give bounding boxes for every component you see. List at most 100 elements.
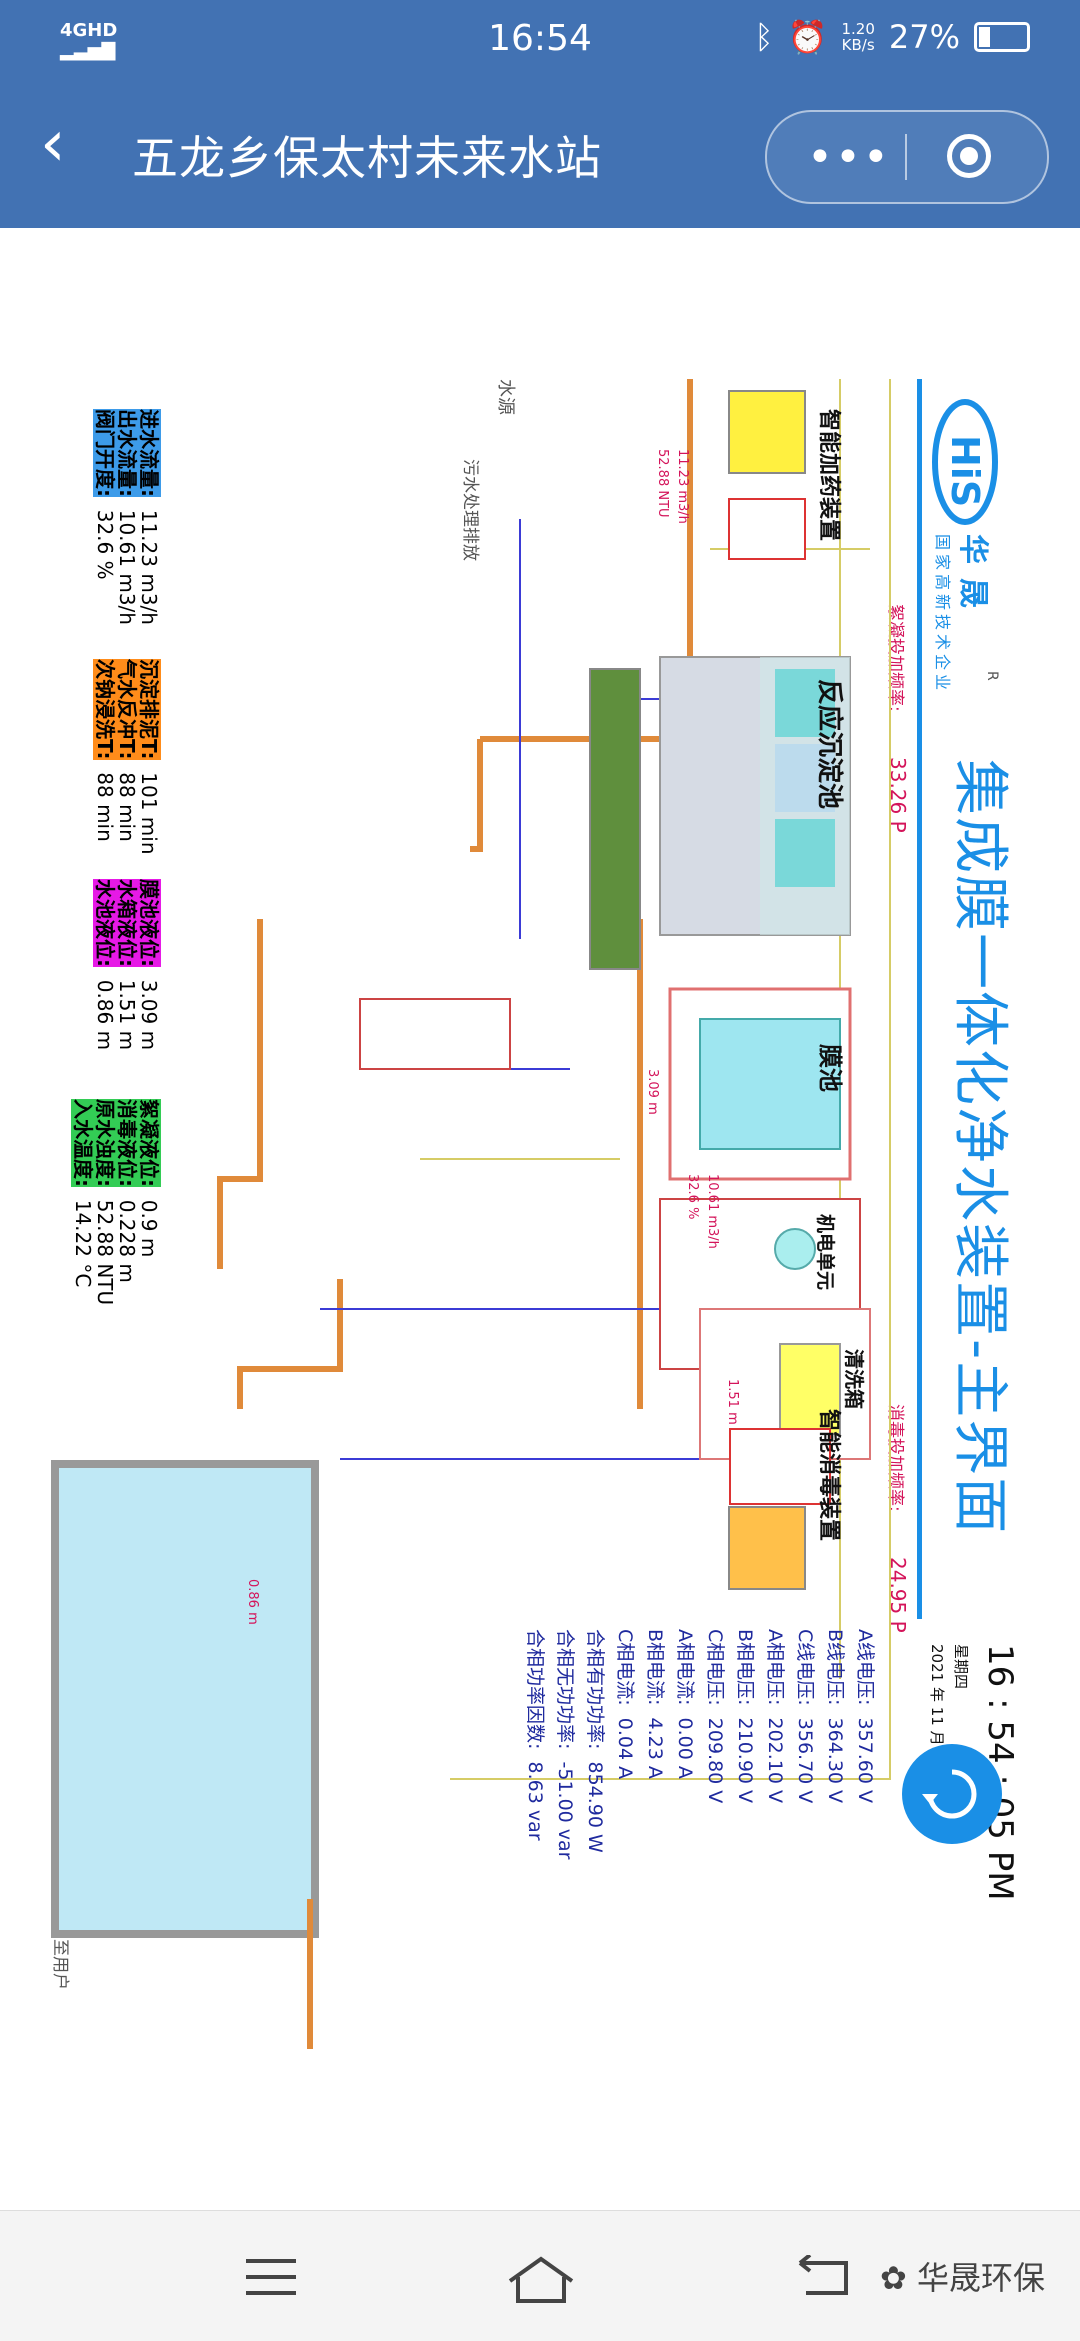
param-label: 原水浊度:	[93, 1099, 117, 1187]
annot-in-flow: 11.23 m3/h	[675, 449, 690, 524]
param-label: 入水温度:	[71, 1099, 95, 1187]
elec-row: A相电压: 202.10 V	[760, 1629, 790, 1989]
clear-water-pool-icon	[51, 1460, 319, 1938]
control-cabinet-icon	[359, 998, 511, 1070]
param-label: 沉淀排泥T:	[137, 659, 161, 760]
battery-percent: 27%	[888, 18, 960, 56]
elec-value: 356.70 V	[794, 1717, 816, 1804]
param-label: 进水流量:	[137, 409, 161, 497]
elec-value: 854.90 W	[584, 1761, 606, 1853]
elec-label: A相电压:	[764, 1629, 786, 1706]
more-dots-icon[interactable]: •••	[807, 132, 891, 183]
elec-value: 8.63 var	[524, 1761, 546, 1841]
equip-dosing: 智能加药装置	[816, 409, 841, 542]
source-label: 水源	[495, 379, 516, 415]
menu-icon[interactable]	[246, 2259, 296, 2295]
home-icon[interactable]	[506, 2255, 576, 2305]
equip-wash: 清洗箱	[842, 1349, 866, 1409]
company-logo-icon: HiS	[932, 399, 998, 525]
main-content: HiS 华晟 国家高新技术企业 R 集成膜一体化净水装置-主界面 16 : 54…	[0, 228, 1080, 2210]
param-label: 消毒液位:	[115, 1099, 139, 1187]
close-target-icon[interactable]	[947, 134, 991, 178]
param-label: 絮凝液位:	[137, 1099, 161, 1187]
annot-tank-level: 1.51 m	[725, 1379, 740, 1425]
param-label: 阀门开度:	[93, 409, 117, 497]
param-row: 水池液位: 0.86 m	[93, 879, 117, 1050]
elec-label: C相电流:	[614, 1629, 636, 1706]
signal-indicator: 4GHD	[60, 20, 118, 41]
scada-screen: HiS 华晟 国家高新技术企业 R 集成膜一体化净水装置-主界面 16 : 54…	[40, 379, 1040, 2059]
elec-value: -51.00 var	[554, 1761, 576, 1860]
elec-value: 0.04 A	[614, 1717, 636, 1780]
equip-reactor: 反应沉淀池	[814, 679, 844, 810]
disinfect-tank-icon	[728, 1506, 806, 1590]
dosing-tank-icon	[728, 390, 806, 474]
elec-label: B相电流:	[644, 1629, 666, 1706]
waste-label: 污水处理排放	[460, 459, 480, 561]
mini-program-capsule: •••	[765, 110, 1049, 204]
elec-row: 合相有功功率: 854.90 W	[580, 1629, 610, 1989]
param-value: 88 min	[115, 772, 139, 842]
param-value: 14.22 °C	[71, 1199, 95, 1288]
param-row: 次钠浸洗T: 88 min	[93, 659, 117, 855]
param-value: 0.9 m	[137, 1199, 161, 1258]
params-orange-group: 沉淀排泥T: 101 min 气水反冲T: 88 min 次钠浸洗T: 88 m…	[93, 659, 161, 855]
param-label: 水箱液位:	[115, 879, 139, 967]
equip-disinfect: 智能消毒装置	[816, 1409, 841, 1542]
elec-row: B线电压: 364.30 V	[820, 1629, 850, 1989]
dosing-pump-icon	[728, 498, 806, 560]
elec-value: 209.80 V	[704, 1717, 726, 1804]
param-row: 消毒液位: 0.228 m	[115, 1099, 139, 1305]
back-icon[interactable]	[796, 2255, 856, 2299]
elec-row: B相电压: 210.90 V	[730, 1629, 760, 1989]
battery-icon	[974, 22, 1030, 52]
watermark: ✿ 华晟环保	[880, 2253, 1045, 2299]
params-magenta-group: 膜池液位: 3.09 m 水箱液位: 1.51 m 水池液位: 0.86 m	[93, 879, 161, 1051]
elec-label: 合相无功功率:	[554, 1629, 576, 1750]
process-diagram	[51, 379, 891, 2049]
disinfect-pump-icon	[729, 1428, 831, 1505]
elec-label: 合相功率因数:	[524, 1629, 546, 1750]
elec-value: 210.90 V	[734, 1717, 756, 1804]
elec-value: 364.30 V	[824, 1717, 846, 1804]
page-title: 五龙乡保太村未来水站	[132, 131, 602, 185]
equip-membrane: 膜池	[816, 1044, 844, 1092]
param-value: 10.61 m3/h	[115, 509, 139, 625]
param-value: 88 min	[93, 772, 117, 842]
param-label: 出水流量:	[115, 409, 139, 497]
annot-membrane-level: 3.09 m	[645, 1069, 660, 1115]
capsule-divider	[905, 134, 907, 180]
elec-label: A相电流:	[674, 1629, 696, 1706]
param-row: 入水温度: 14.22 °C	[71, 1099, 95, 1305]
param-value: 3.09 m	[137, 979, 161, 1051]
elec-row: C相电压: 209.80 V	[700, 1629, 730, 1989]
param-row: 水箱液位: 1.51 m	[115, 879, 139, 1050]
back-chevron-icon[interactable]: ‹	[40, 107, 66, 181]
param-value: 11.23 m3/h	[137, 509, 161, 625]
elec-value: 357.60 V	[854, 1717, 876, 1804]
param-row: 原水浊度: 52.88 NTU	[93, 1099, 117, 1305]
elec-row: A线电压: 357.60 V	[850, 1629, 880, 1989]
svg-text:HiS: HiS	[943, 435, 987, 507]
bottom-nav-bar: ✿ 华晟环保	[0, 2210, 1080, 2341]
refresh-button[interactable]	[902, 1744, 1002, 1844]
elec-row: 合相无功功率: -51.00 var	[550, 1629, 580, 1989]
settling-column-icon	[589, 668, 641, 970]
user-label: 至用户	[50, 1939, 70, 1990]
annot-turbidity: 52.88 NTU	[655, 449, 670, 518]
elec-value: 0.00 A	[674, 1717, 696, 1779]
param-row: 絮凝液位: 0.9 m	[137, 1099, 161, 1305]
elec-label: C线电压:	[794, 1629, 816, 1706]
annot-out-flow: 10.61 m3/h	[705, 1174, 720, 1249]
param-row: 膜池液位: 3.09 m	[137, 879, 161, 1051]
param-label: 气水反冲T:	[115, 659, 139, 760]
electrical-readings: A线电压: 357.60 V B线电压: 364.30 V C线电压: 356.…	[520, 1629, 880, 1989]
bluetooth-icon: ᛒ	[754, 18, 774, 56]
param-label: 水池液位:	[93, 879, 117, 967]
elec-label: B相电压:	[734, 1629, 756, 1706]
param-value: 101 min	[137, 772, 161, 855]
param-row: 阀门开度: 32.6 %	[93, 409, 117, 625]
param-label: 次钠浸洗T:	[93, 659, 117, 760]
param-value: 32.6 %	[93, 509, 117, 580]
